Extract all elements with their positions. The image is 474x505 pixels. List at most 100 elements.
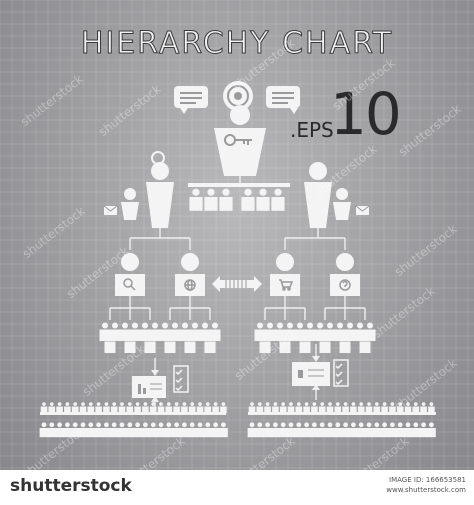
- staff-member: [117, 422, 127, 438]
- staff-member: [349, 422, 358, 438]
- team-member: [359, 334, 371, 353]
- staff-member: [211, 422, 220, 438]
- team-cluster: [354, 322, 376, 353]
- staff-member: [219, 422, 228, 438]
- staff-member: [279, 402, 287, 414]
- checklist-icon-right: [333, 359, 349, 387]
- staff-member: [181, 402, 188, 414]
- department-head: [330, 253, 360, 296]
- team-member: [164, 334, 176, 353]
- assistant-right: [333, 188, 370, 220]
- staff-member: [55, 422, 64, 438]
- staff-member: [172, 422, 181, 438]
- staff-member: [164, 422, 174, 438]
- staff-member: [78, 422, 88, 438]
- staff-member: [110, 402, 118, 414]
- staff-member: [419, 422, 428, 438]
- staff-member: [427, 422, 436, 438]
- staff-member: [247, 422, 257, 438]
- team-cluster: [314, 322, 336, 353]
- staff-member: [86, 422, 96, 438]
- staff-member: [149, 402, 157, 414]
- staff-member: [389, 402, 396, 414]
- org-diagram: [39, 81, 436, 438]
- team-member: [124, 334, 136, 353]
- staff-member: [48, 402, 56, 414]
- staff-member: [420, 402, 427, 414]
- staff-member: [196, 402, 204, 414]
- eps-number: 10: [330, 80, 402, 148]
- staff-member: [87, 402, 95, 414]
- staff-member: [195, 422, 205, 438]
- staff-member: [148, 422, 158, 438]
- staff-member: [341, 422, 350, 438]
- double-arrow-icon: [212, 276, 262, 292]
- staff-member: [411, 422, 421, 438]
- mail-icon: [355, 205, 370, 215]
- team-cluster: [179, 322, 201, 353]
- staff-member: [141, 422, 150, 438]
- staff-member: [125, 422, 135, 438]
- staff-member: [412, 402, 420, 414]
- staff-member: [204, 402, 212, 414]
- department-head: [270, 253, 300, 296]
- staff-member: [311, 402, 318, 414]
- staff-member: [403, 422, 413, 438]
- staff-member: [317, 422, 327, 438]
- team-member: [339, 334, 351, 353]
- staff-member: [157, 402, 165, 414]
- staff-member: [118, 402, 126, 414]
- staff-member: [388, 422, 397, 438]
- staff-member: [286, 422, 296, 438]
- staff-member: [256, 402, 264, 414]
- staff-member: [71, 402, 79, 414]
- board-member: [189, 188, 203, 211]
- staff-member: [156, 422, 166, 438]
- team-cluster: [334, 322, 356, 353]
- staff-member: [428, 402, 435, 414]
- staff-member: [70, 422, 80, 438]
- staff-member: [142, 402, 149, 414]
- staff-member: [56, 402, 63, 414]
- staff-member: [395, 422, 405, 438]
- image-id-line: IMAGE ID: 166653581: [389, 476, 466, 484]
- presentation-board-right: [292, 362, 330, 386]
- staff-member: [109, 422, 119, 438]
- team-member: [299, 334, 311, 353]
- staff-member: [134, 402, 141, 414]
- staff-member: [294, 422, 304, 438]
- staff-member: [380, 422, 389, 438]
- team-cluster: [254, 322, 276, 353]
- question-icon: [339, 279, 351, 291]
- staff-member: [310, 422, 319, 438]
- staff-table: [40, 412, 226, 415]
- eps-label: .EPS: [290, 118, 334, 142]
- staff-member: [287, 402, 295, 414]
- staff-member: [342, 402, 349, 414]
- staff-member: [126, 402, 134, 414]
- chat-bubble-icon-right: [266, 86, 300, 114]
- staff-member: [40, 402, 48, 414]
- staff-member: [220, 402, 227, 414]
- staff-member: [165, 402, 173, 414]
- team-member: [184, 334, 196, 353]
- staff-member: [63, 422, 72, 438]
- staff-member: [255, 422, 265, 438]
- staff-member: [303, 402, 310, 414]
- board-member: [256, 188, 270, 211]
- staff-member: [271, 422, 280, 438]
- staff-member: [326, 402, 334, 414]
- staff-member: [357, 402, 365, 414]
- flow-arrows: [151, 344, 320, 410]
- team-member: [319, 334, 331, 353]
- mail-icon: [103, 205, 118, 215]
- team-member: [104, 334, 116, 353]
- staff-member: [373, 402, 381, 414]
- staff-member: [39, 422, 49, 438]
- staff-member: [264, 402, 271, 414]
- staff-member: [365, 402, 373, 414]
- board-table: [188, 183, 290, 211]
- staff-member: [64, 402, 71, 414]
- team-member: [144, 334, 156, 353]
- staff-member: [272, 402, 279, 414]
